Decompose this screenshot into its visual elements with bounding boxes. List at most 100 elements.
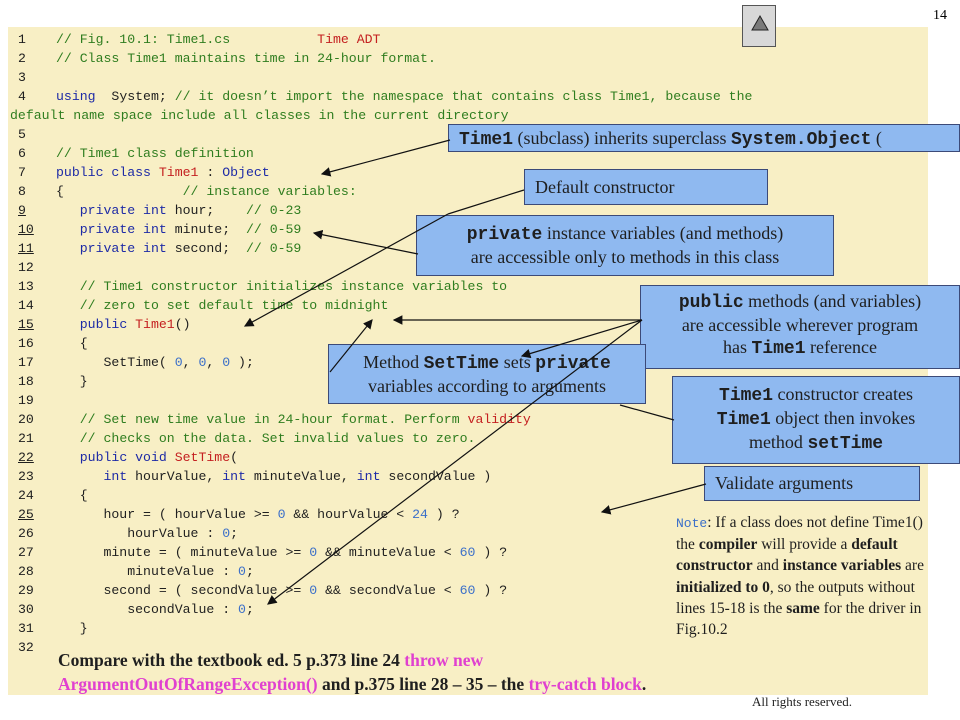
code-token: secondValue : bbox=[56, 602, 239, 617]
text-segment: constructor creates bbox=[773, 384, 913, 404]
text-segment: Compare with the textbook ed. 5 p.373 li… bbox=[58, 650, 405, 670]
slide-nav-button[interactable] bbox=[742, 5, 776, 47]
text-segment: compiler bbox=[698, 536, 758, 554]
code-line: 18 } bbox=[8, 372, 928, 391]
code-token: second = ( secondValue >= bbox=[56, 583, 310, 598]
code-token: minuteValue, bbox=[245, 469, 357, 484]
code-token: 0 bbox=[238, 602, 246, 617]
text-segment: setTime bbox=[807, 434, 884, 454]
line-number: 16 bbox=[18, 336, 34, 351]
code-token: 0 bbox=[222, 526, 231, 541]
code-line: 21 // checks on the data. Set invalid va… bbox=[8, 429, 928, 448]
page-number: 14 bbox=[933, 8, 947, 23]
code-token: Time ADT bbox=[317, 32, 381, 47]
line-number: 11 bbox=[18, 241, 34, 256]
code-token: ) ? bbox=[427, 507, 460, 522]
line-number: 17 bbox=[18, 355, 34, 370]
text-segment: Note bbox=[676, 516, 708, 531]
note-text: Note: If a class does not define Time1()… bbox=[676, 512, 942, 640]
code-token: int bbox=[222, 469, 246, 484]
code-token: // 0-23 bbox=[245, 203, 302, 218]
code-token: // Set new time value in 24-hour format.… bbox=[79, 412, 468, 427]
text-segment: : If a class does not define Time1() the bbox=[676, 514, 923, 554]
text-segment: object then invokes bbox=[770, 408, 916, 428]
text-segment: are accessible wherever program bbox=[681, 315, 919, 335]
code-token: public void bbox=[79, 450, 167, 465]
text-segment: will provide a bbox=[757, 536, 852, 554]
callout-default-constructor: Default constructor bbox=[524, 169, 768, 205]
code-token: ; bbox=[230, 526, 239, 541]
compare-text: Compare with the textbook ed. 5 p.373 li… bbox=[58, 648, 678, 696]
code-token: { bbox=[56, 488, 88, 503]
code-token: hour = ( hourValue >= bbox=[56, 507, 278, 522]
code-line: 9 private int hour; // 0-23 bbox=[8, 201, 928, 220]
text-segment: method bbox=[748, 432, 808, 452]
line-number: 12 bbox=[18, 260, 34, 275]
code-token: ) ? bbox=[475, 583, 508, 598]
code-token: minute; bbox=[166, 222, 246, 237]
callout-superclass: Time1 (subclass) inherits superclass Sys… bbox=[448, 124, 960, 152]
line-number: 4 bbox=[18, 89, 26, 104]
line-number: 13 bbox=[18, 279, 34, 294]
text-segment: Time1 bbox=[716, 410, 771, 430]
code-token: && secondValue < bbox=[317, 583, 460, 598]
text-segment: methods (and variables) bbox=[743, 291, 922, 311]
code-line: 23 int hourValue, int minuteValue, int s… bbox=[8, 467, 928, 486]
line-number: 21 bbox=[18, 431, 34, 446]
code-line: 30 secondValue : 0; bbox=[8, 600, 928, 619]
code-token: ; bbox=[245, 564, 254, 579]
code-line: 3 bbox=[8, 68, 928, 87]
code-token: 0 bbox=[238, 564, 246, 579]
code-token: 24 bbox=[412, 507, 428, 522]
code-token: 60 bbox=[459, 583, 476, 598]
arrow-default-constructor bbox=[447, 189, 525, 215]
text-segment: Default constructor bbox=[535, 177, 675, 197]
code-token: hourValue, bbox=[127, 469, 223, 484]
line-number: 5 bbox=[18, 127, 26, 142]
text-segment: initialized to 0 bbox=[676, 578, 770, 596]
text-segment: reference bbox=[805, 337, 877, 357]
code-token: // 0-59 bbox=[245, 241, 302, 256]
code-token: default name space include all classes i… bbox=[10, 108, 509, 123]
code-line: 26 hourValue : 0; bbox=[8, 524, 928, 543]
code-line: 6// Time1 class definition bbox=[8, 144, 928, 163]
text-segment: same bbox=[786, 599, 820, 617]
line-number: 1 bbox=[18, 32, 26, 47]
code-token: 0 bbox=[222, 355, 231, 370]
callout-validate: Validate arguments bbox=[704, 466, 920, 501]
code-token: SetTime bbox=[166, 450, 231, 465]
text-segment: Time1 bbox=[459, 130, 514, 150]
code-line: 5 bbox=[8, 125, 928, 144]
code-line: 1// Fig. 10.1: Time1.cs Time ADT bbox=[8, 30, 928, 49]
text-segment: has bbox=[723, 337, 752, 357]
code-token: minuteValue : bbox=[56, 564, 239, 579]
code-token: public bbox=[79, 317, 128, 332]
code-token: // checks on the data. Set invalid value… bbox=[79, 431, 476, 446]
text-segment: throw new ArgumentOutOfRangeException() bbox=[58, 650, 484, 694]
code-token: } bbox=[56, 374, 88, 389]
code-token: private int bbox=[79, 241, 167, 256]
code-line: 32 bbox=[8, 638, 928, 657]
code-token: private int bbox=[79, 222, 167, 237]
code-token: public class bbox=[56, 165, 151, 180]
line-number: 15 bbox=[18, 317, 34, 332]
line-number: 6 bbox=[18, 146, 26, 161]
line-number: 22 bbox=[18, 450, 34, 465]
code-line: 28 minuteValue : 0; bbox=[8, 562, 928, 581]
line-number: 29 bbox=[18, 583, 34, 598]
arrow-default-constructor-2 bbox=[243, 213, 449, 327]
triangle-up-icon bbox=[751, 14, 769, 31]
arrow-private-vars bbox=[312, 229, 419, 255]
arrow-public-1 bbox=[520, 319, 643, 359]
line-number: 28 bbox=[18, 564, 34, 579]
code-token: int bbox=[103, 469, 128, 484]
text-segment: default constructor bbox=[676, 536, 898, 575]
line-number: 10 bbox=[18, 222, 34, 237]
text-segment: public bbox=[678, 293, 744, 313]
code-token: // 0-59 bbox=[245, 222, 302, 237]
line-number: 2 bbox=[18, 51, 26, 66]
code-line: 16 { bbox=[8, 334, 928, 353]
code-token: int bbox=[356, 469, 381, 484]
